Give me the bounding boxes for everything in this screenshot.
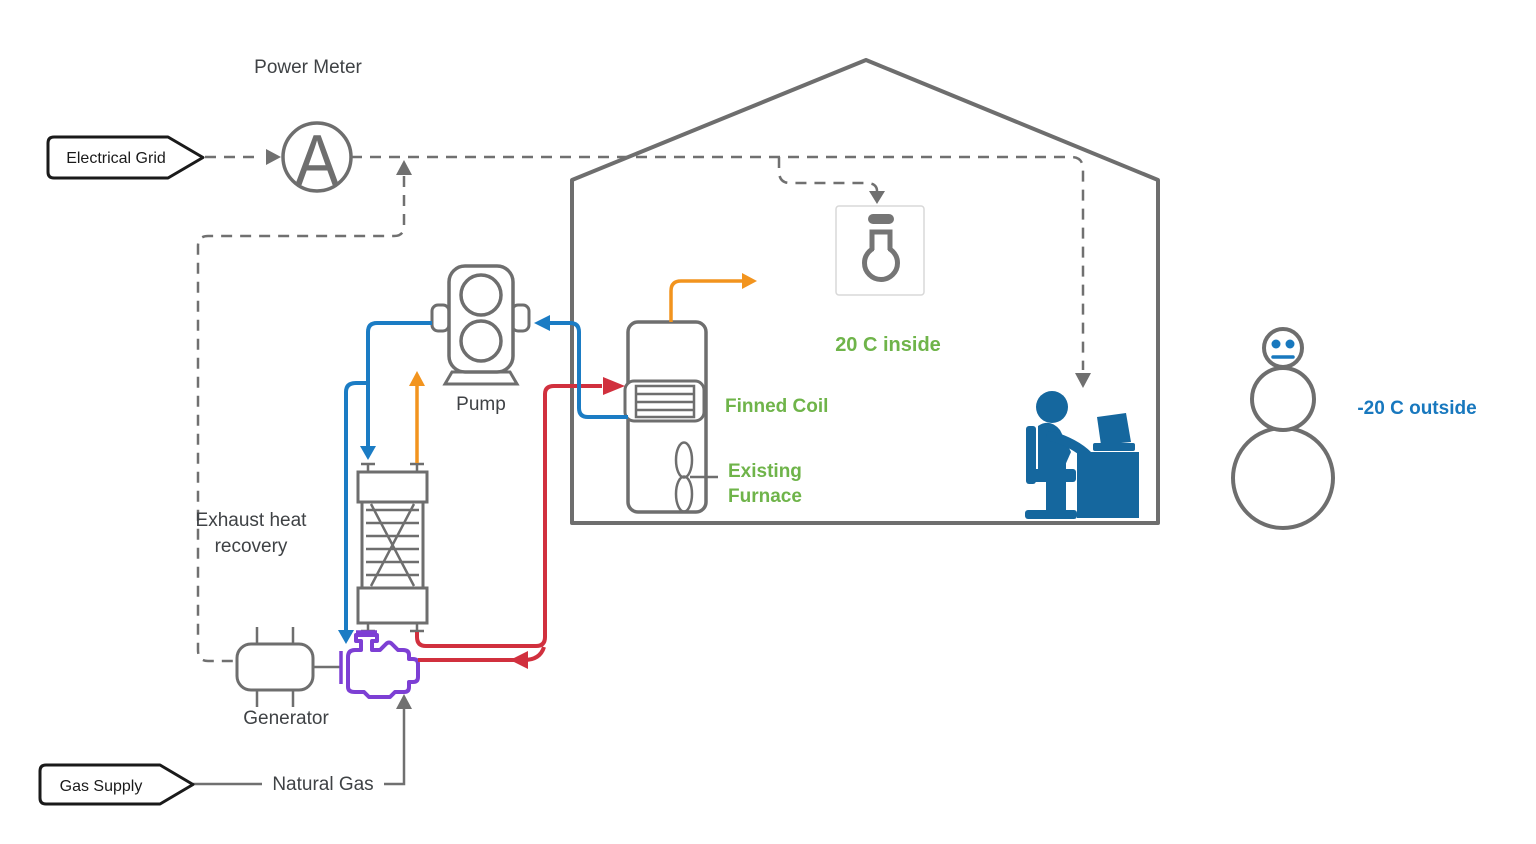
arrow-icon <box>396 160 412 175</box>
heat-exchanger <box>356 462 429 633</box>
arrow-icon <box>869 191 885 204</box>
snowman-eye <box>1285 339 1295 349</box>
pump-rotor-top <box>459 273 503 317</box>
pump-symbol <box>430 264 531 386</box>
person-head <box>1036 391 1068 423</box>
person-at-desk-icon <box>1025 391 1139 519</box>
diagram-labels: Power Meter Pump Exhaust heat recovery G… <box>196 57 1477 795</box>
ammeter-letter: A <box>295 121 339 201</box>
meter-to-house-wire <box>351 155 1085 370</box>
hx-fins <box>366 503 419 587</box>
arrow-icon <box>534 315 550 331</box>
generator-feed-wire <box>196 176 406 663</box>
arrow-icon <box>266 149 281 165</box>
inside-temperature-label: 20 C inside <box>835 334 941 356</box>
pump-left-port <box>430 303 451 333</box>
pump-label: Pump <box>456 394 506 415</box>
electrical-wires <box>196 149 1091 663</box>
coolant-pipes <box>338 273 757 669</box>
pump-rotor-bottom <box>459 319 503 363</box>
gas-supply-terminal: Gas Supply <box>38 763 195 806</box>
laptop-base <box>1093 443 1135 451</box>
hx-bottom-header <box>356 586 429 625</box>
finned-coil-fins <box>636 392 694 412</box>
gas-supply-label: Gas Supply <box>60 778 143 795</box>
snowman-eye <box>1271 339 1281 349</box>
finned-coil-label: Finned Coil <box>725 396 828 417</box>
snowman-middle <box>1250 366 1316 432</box>
arrow-icon <box>360 446 376 460</box>
chair-base <box>1025 510 1077 519</box>
laptop-screen <box>1097 413 1131 445</box>
generator-symbol <box>235 627 341 707</box>
arrow-icon <box>1075 373 1091 388</box>
gas-line-right <box>384 706 406 786</box>
power-meter-label: Power Meter <box>254 57 362 78</box>
wire-to-light <box>777 157 879 192</box>
arrow-icon <box>510 651 528 669</box>
existing-furnace-label-line1: Existing <box>728 461 802 482</box>
arrow-icon <box>603 377 625 395</box>
snowman-icon <box>1231 327 1335 530</box>
arrow-icon <box>396 694 412 709</box>
natural-gas-label: Natural Gas <box>272 774 373 795</box>
exhaust-recovery-label-line2: recovery <box>215 536 288 557</box>
generator-label: Generator <box>243 708 329 729</box>
hot-supply-pipe <box>415 384 602 648</box>
gas-lines <box>193 694 412 786</box>
engine-block <box>346 633 420 699</box>
furnace <box>623 320 718 514</box>
electrical-grid-label: Electrical Grid <box>66 150 166 167</box>
arrow-icon <box>742 273 757 289</box>
light-bulb-icon <box>862 214 900 282</box>
person-legs <box>1038 456 1066 510</box>
arrow-icon <box>338 630 354 644</box>
cold-return-pipe <box>550 321 628 419</box>
exhaust-recovery-label-line1: Exhaust heat <box>196 510 308 531</box>
existing-furnace-label-line2: Furnace <box>728 486 802 507</box>
warm-air-duct <box>669 279 742 322</box>
outside-temperature-label: -20 C outside <box>1357 398 1476 419</box>
hx-top-header <box>356 470 429 504</box>
generator-body <box>235 642 315 692</box>
power-meter-symbol: A <box>281 121 353 201</box>
pump-to-engine-pipe <box>344 381 368 630</box>
arrow-icon <box>409 371 425 386</box>
snowman-bottom <box>1231 426 1335 530</box>
electrical-grid-shape <box>46 135 205 180</box>
light-bulb-card <box>835 205 925 296</box>
desk <box>1077 452 1139 518</box>
hx-top-nozzles <box>361 462 424 472</box>
pump-base <box>442 370 520 386</box>
snowman-head <box>1262 327 1304 369</box>
electrical-grid-terminal: Electrical Grid <box>46 135 205 180</box>
gas-engine-icon <box>339 630 420 699</box>
gas-supply-shape <box>38 763 195 806</box>
fan-icon <box>674 441 718 513</box>
pump-to-hx-pipe <box>366 321 432 446</box>
